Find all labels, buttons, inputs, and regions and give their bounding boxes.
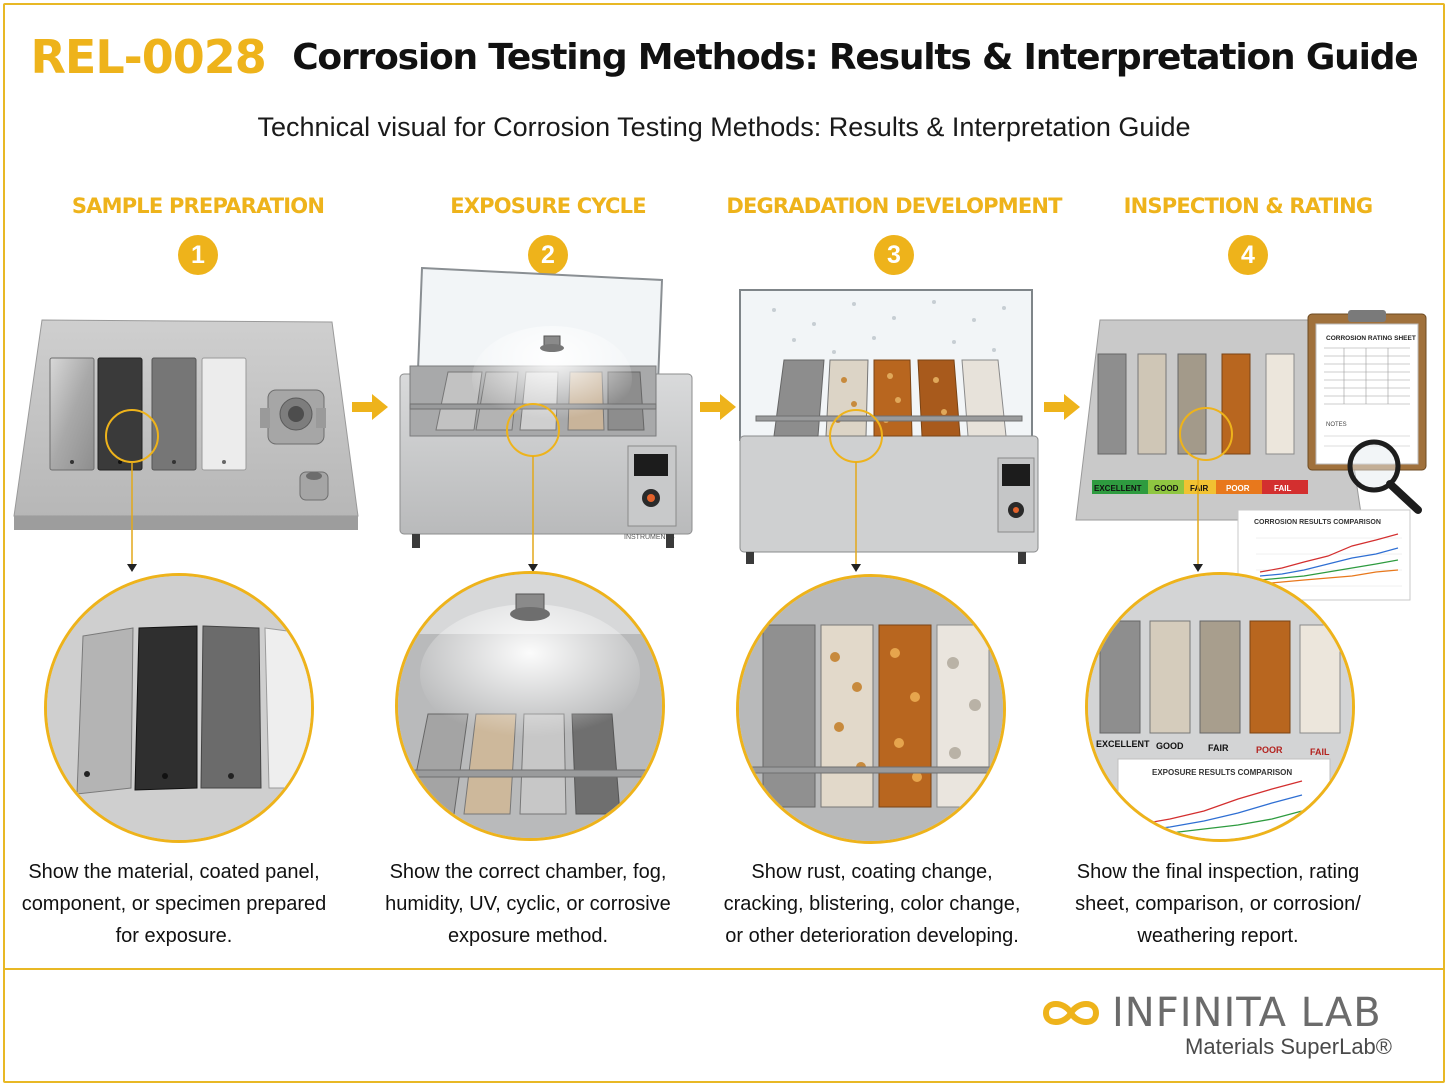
rating-sheet-notes: NOTES bbox=[1326, 422, 1347, 428]
zoom-rating-results: EXCELLENT GOOD FAIR POOR FAIL EXPOSURE R… bbox=[1085, 572, 1355, 842]
rating-poor: POOR bbox=[1226, 484, 1250, 493]
rating-fair: FAIR bbox=[1190, 484, 1208, 493]
step-4-heading: INSPECTION & RATING 4 bbox=[1078, 194, 1418, 275]
zoom-sample-panels bbox=[44, 573, 314, 843]
step-2-heading: EXPOSURE CYCLE 2 bbox=[378, 194, 718, 275]
page-frame bbox=[3, 3, 1445, 1083]
footer-divider bbox=[5, 968, 1443, 970]
document-code: REL-0028 bbox=[30, 30, 266, 84]
page-subtitle: Technical visual for Corrosion Testing M… bbox=[257, 112, 1191, 142]
step-4-number: 4 bbox=[1228, 235, 1268, 275]
page-title: Corrosion Testing Methods: Results & Int… bbox=[292, 36, 1419, 78]
salt-spray-chamber-illustration: INSTRUMENTS bbox=[399, 266, 693, 548]
step-3-heading: DEGRADATION DEVELOPMENT 3 bbox=[724, 194, 1064, 275]
logo-tagline: Materials SuperLab® bbox=[1185, 1034, 1392, 1059]
flow-arrow-icon bbox=[352, 394, 388, 420]
zoom-comparison-title: EXPOSURE RESULTS COMPARISON bbox=[1152, 768, 1292, 777]
inspection-illustration: EXCELLENT GOOD FAIR POOR FAIL CORROSION … bbox=[1075, 310, 1427, 601]
step-2-label: EXPOSURE CYCLE bbox=[450, 194, 646, 218]
step-2-caption: Show the correct chamber, fog, humidity,… bbox=[385, 861, 671, 947]
infinity-logo-icon bbox=[1042, 1001, 1100, 1025]
magnifier-icon bbox=[1347, 439, 1422, 514]
zoom-rating-fail: FAIL bbox=[1310, 747, 1330, 757]
step-1-label: SAMPLE PREPARATION bbox=[71, 194, 325, 218]
step-2-number: 2 bbox=[528, 235, 568, 275]
zoom-rating-fair: FAIR bbox=[1208, 743, 1229, 753]
zoom-rating-poor: POOR bbox=[1256, 745, 1283, 755]
step-4-label: INSPECTION & RATING bbox=[1123, 194, 1374, 218]
zoom-rating-excellent: EXCELLENT bbox=[1096, 739, 1150, 749]
chamber-brand: INSTRUMENTS bbox=[624, 534, 675, 541]
step-3-label: DEGRADATION DEVELOPMENT bbox=[726, 194, 1062, 218]
degradation-chamber-illustration bbox=[739, 289, 1039, 564]
step-3-caption: Show rust, coating change, cracking, bli… bbox=[723, 861, 1021, 947]
step-1-caption: Show the material, coated panel, compone… bbox=[21, 861, 327, 947]
header: REL-0028 Corrosion Testing Methods: Resu… bbox=[0, 30, 1448, 84]
flow-arrow-icon bbox=[700, 394, 736, 420]
step-4-caption: Show the final inspection, rating sheet,… bbox=[1075, 861, 1361, 947]
company-logo: INFINITA LAB Materials SuperLab® bbox=[1040, 990, 1410, 1060]
step-3-number: 3 bbox=[874, 235, 914, 275]
rating-sheet-title: CORROSION RATING SHEET bbox=[1326, 335, 1416, 342]
zoom-degraded-panels bbox=[736, 574, 1006, 844]
zoom-spray-nozzle bbox=[395, 571, 665, 841]
sample-preparation-illustration bbox=[13, 319, 359, 530]
flow-arrow-icon bbox=[1044, 394, 1080, 420]
step-1-number: 1 bbox=[178, 235, 218, 275]
rating-good: GOOD bbox=[1154, 484, 1179, 493]
rating-scale-bar: EXCELLENT GOOD FAIR POOR FAIL bbox=[1092, 480, 1308, 494]
zoom-rating-good: GOOD bbox=[1156, 741, 1184, 751]
rating-fail: FAIL bbox=[1274, 484, 1291, 493]
logo-name: INFINITA LAB bbox=[1112, 990, 1382, 1036]
step-1-heading: SAMPLE PREPARATION 1 bbox=[28, 194, 368, 275]
rating-excellent: EXCELLENT bbox=[1094, 484, 1142, 493]
comparison-chart-title: CORROSION RESULTS COMPARISON bbox=[1254, 519, 1381, 526]
valve-component-icon bbox=[260, 389, 329, 501]
